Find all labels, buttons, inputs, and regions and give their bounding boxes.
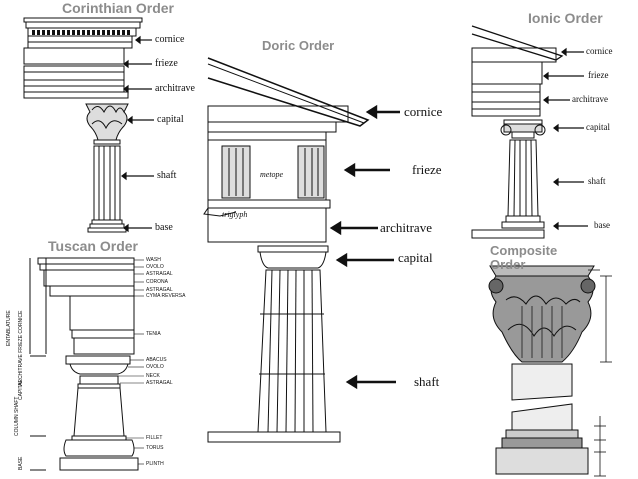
doric-label-frieze: frieze — [412, 162, 442, 177]
dentil — [107, 30, 110, 35]
corinthian-label-cornice: cornice — [155, 34, 185, 45]
tuscan-label-plinth: PLINTH — [146, 461, 164, 467]
dentil — [67, 30, 70, 35]
ionic-label-base: base — [594, 220, 610, 230]
ionic-label-cornice: cornice — [586, 46, 613, 56]
tuscan-panel: Tuscan Order WASH OVOLO ASTRAGAL CORONA … — [0, 236, 200, 479]
doric-label-architrave: architrave — [380, 220, 432, 235]
tuscan-label-wash: WASH — [146, 257, 161, 263]
tuscan-drawing — [29, 257, 144, 471]
dentil — [127, 30, 130, 35]
dentil — [37, 30, 40, 35]
doric-label-shaft: shaft — [414, 374, 440, 389]
doric-drawing — [203, 57, 400, 443]
doric-label-capital: capital — [398, 250, 433, 265]
dentil — [32, 30, 35, 35]
doric-label-triglyph: triglyph — [222, 210, 248, 219]
tuscan-label-cyma-reversa: CYMA REVERSA — [146, 293, 186, 299]
tuscan-label-astragal-3: ASTRAGAL — [146, 380, 173, 386]
tuscan-left-column-shaft: COLUMN SHAFT — [14, 396, 20, 436]
corinthian-label-architrave: architrave — [155, 83, 195, 94]
tuscan-label-ovolo: OVOLO — [146, 264, 164, 270]
tuscan-label-tenia: TENIA — [146, 331, 161, 337]
composite-panel: Composite Order — [482, 240, 638, 479]
corinthian-label-base: base — [155, 222, 173, 233]
dentil — [122, 30, 125, 35]
ionic-drawing — [471, 25, 588, 239]
ionic-label-capital: capital — [586, 122, 610, 132]
dentil — [112, 30, 115, 35]
tuscan-label-abacus: ABACUS — [146, 357, 167, 363]
dentil — [52, 30, 55, 35]
composite-drawing — [488, 265, 612, 477]
corinthian-label-capital: capital — [157, 114, 184, 125]
dentil — [87, 30, 90, 35]
dentil — [47, 30, 50, 35]
doric-panel: Doric Order cornice frieze architrave ca… — [200, 34, 465, 446]
doric-label-metope: metope — [260, 170, 284, 179]
ionic-title: Ionic Order — [528, 10, 603, 26]
tuscan-label-astragal-2: ASTRAGAL — [146, 287, 173, 293]
tuscan-label-corona: CORONA — [146, 279, 168, 285]
doric-title: Doric Order — [262, 38, 335, 53]
corinthian-drawing — [23, 17, 154, 233]
corinthian-panel: Corinthian Order cornice frieze architra… — [0, 0, 200, 240]
tuscan-label-astragal: ASTRAGAL — [146, 271, 173, 277]
dentil — [117, 30, 120, 35]
tuscan-title: Tuscan Order — [48, 238, 138, 254]
dentil — [57, 30, 60, 35]
corinthian-label-frieze: frieze — [155, 58, 178, 69]
tuscan-label-neck: NECK — [146, 373, 160, 379]
tuscan-label-fillet: FILLET — [146, 435, 163, 441]
dentil — [77, 30, 80, 35]
corinthian-title: Corinthian Order — [62, 0, 175, 16]
dentil — [62, 30, 65, 35]
dentil — [72, 30, 75, 35]
doric-label-cornice: cornice — [404, 104, 443, 119]
ionic-label-architrave: architrave — [572, 94, 608, 104]
tuscan-label-torus: TORUS — [146, 445, 164, 451]
ionic-label-shaft: shaft — [588, 176, 606, 186]
tuscan-left-base: BASE — [18, 456, 24, 470]
ionic-panel: Ionic Order cornice frieze architrave ca… — [468, 0, 638, 242]
ionic-label-frieze: frieze — [588, 70, 609, 80]
tuscan-left-entablature: ENTABLATURE — [6, 310, 12, 346]
dentil — [97, 30, 100, 35]
dentil — [82, 30, 85, 35]
composite-title: Composite Order — [490, 243, 558, 272]
corinthian-label-shaft: shaft — [157, 170, 177, 181]
dentil — [42, 30, 45, 35]
tuscan-left-entablature-parts: ARCHITRAVE FRIEZE CORNICE — [18, 310, 24, 386]
tuscan-label-ovolo-2: OVOLO — [146, 364, 164, 370]
dentil — [102, 30, 105, 35]
dentil — [92, 30, 95, 35]
